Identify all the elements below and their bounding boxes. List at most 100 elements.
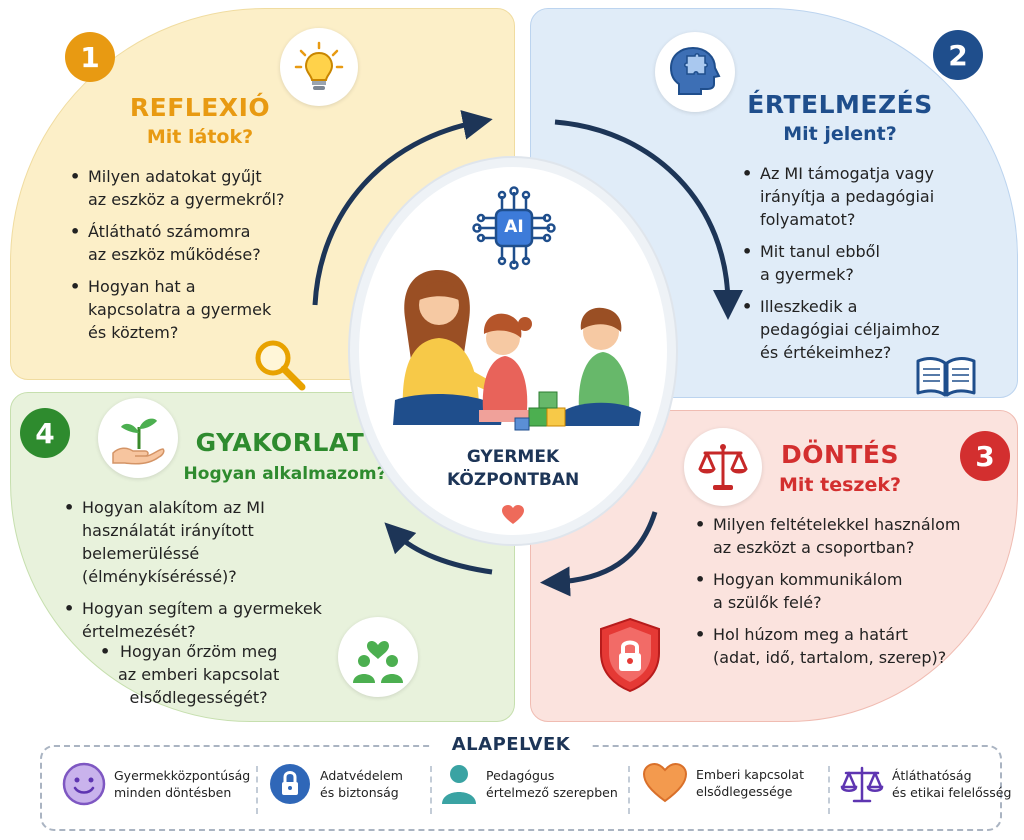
bullet: •: [70, 277, 81, 296]
scales-icon: [684, 428, 762, 506]
list-item-text: értelmezését?: [82, 622, 196, 641]
list-item: • Az MI támogatja vagy irányítja a pedagó…: [742, 162, 982, 231]
bullet: •: [64, 599, 75, 618]
list-item-text: az eszköz működése?: [88, 245, 261, 264]
dontes-title: DÖNTÉS: [780, 440, 900, 469]
list-item-text: az eszköz a gyermekről?: [88, 190, 285, 209]
reflexio-subtitle: Mit látok?: [146, 126, 254, 148]
lightbulb-icon: [280, 28, 358, 106]
principle-item: Adatvédelem és biztonság: [268, 762, 403, 806]
arrow-1-to-2: [312, 110, 493, 306]
gyakorlat-title: GYAKORLAT: [195, 428, 365, 457]
list-item-text: (élménykíséréssé)?: [82, 567, 237, 586]
list-item-text: irányítja a pedagógiai: [760, 187, 935, 206]
padlock-icon: [270, 764, 310, 804]
ai-label: AI: [504, 217, 524, 237]
dontes-subtitle: Mit teszek?: [779, 474, 901, 496]
list-item-text: Az MI támogatja vagy: [760, 164, 934, 183]
gyakorlat-questions: • Hogyan alakítom az MI használatát irány…: [64, 496, 344, 652]
bullet: •: [70, 167, 81, 186]
list-item-text: Mit tanul ebből: [760, 242, 880, 261]
ai-chip-icon: [472, 186, 556, 270]
step-3-badge: 3: [960, 431, 1010, 481]
people-heart-icon: [338, 617, 418, 697]
center-label: GYERMEK KÖZPONTBAN: [447, 446, 579, 492]
divider: [256, 766, 258, 814]
principle-text: Adatvédelem: [320, 768, 403, 783]
principle-item: Emberi kapcsolat elsődlegessége: [642, 762, 804, 804]
principle-text: minden döntésben: [114, 785, 232, 800]
principle-item: Gyermekközpontúság minden döntésben: [62, 762, 250, 806]
principle-text: és etikai felelősség: [892, 785, 1012, 800]
list-item: • Mit tanul ebből a gyermek?: [742, 240, 982, 286]
heart-outline-icon: [642, 762, 688, 803]
smiley-icon: [62, 762, 106, 806]
list-item-text: Milyen feltételekkel használom: [713, 515, 961, 534]
list-item-text: Átlátható számomra: [88, 222, 251, 241]
list-item-text: az eszközt a csoportban?: [713, 538, 915, 557]
bullet: •: [100, 642, 111, 661]
bullet: •: [695, 625, 706, 644]
principle-text: elsődlegessége: [696, 784, 793, 799]
list-item-text: Hogyan kommunikálom: [713, 570, 903, 589]
list-item-text: a szülők felé?: [713, 593, 822, 612]
list-item-text: elsődlegességét?: [129, 688, 268, 707]
principle-text: Gyermekközpontúság: [114, 768, 251, 783]
educator-children-illustration: [393, 270, 641, 431]
list-item-text: belemerüléssé: [82, 544, 200, 563]
center-label-line: GYERMEK: [466, 447, 560, 467]
list-item-text: kapcsolatra a gyermek: [88, 300, 272, 319]
magnifier-icon: [255, 340, 306, 391]
list-item: • Hogyan hat a kapcsolatra a gyermek és kö…: [70, 275, 320, 344]
bullet: •: [742, 297, 753, 316]
open-book-icon: [916, 357, 976, 397]
dontes-questions: • Milyen feltételekkel használom az eszkö…: [695, 513, 985, 678]
list-item-text: Hol húzom meg a határt: [713, 625, 908, 644]
ertelmezes-subtitle: Mit jelent?: [783, 123, 897, 145]
list-item-text: pedagógiai céljaimhoz: [760, 320, 940, 339]
list-item-text: folyamatot?: [760, 210, 856, 229]
arrow-3-to-4: [540, 511, 658, 597]
bullet: •: [64, 498, 75, 517]
center-label-line: KÖZPONTBAN: [447, 470, 580, 490]
divider: [628, 766, 630, 814]
list-item: • Milyen adatokat gyűjt az eszköz a gyerm…: [70, 165, 320, 211]
arrow-4-to-1: [384, 522, 493, 575]
list-item: • Illeszkedik a pedagógiai céljaimhoz és é…: [742, 295, 982, 364]
ertelmezes-questions: • Az MI támogatja vagy irányítja a pedagó…: [742, 162, 982, 373]
step-2-badge: 2: [933, 30, 983, 80]
head-puzzle-icon: [655, 32, 735, 112]
person-icon: [442, 765, 476, 804]
principle-text: Emberi kapcsolat: [696, 767, 804, 782]
list-item-text: és köztem?: [88, 323, 179, 342]
list-item-text: Milyen adatokat gyűjt: [88, 167, 262, 186]
bullet: •: [742, 164, 753, 183]
list-item-text: az emberi kapcsolat: [118, 665, 280, 684]
step-1-badge: 1: [65, 32, 115, 82]
list-item-text: és értékeimhez?: [760, 343, 892, 362]
list-item-text: Hogyan hat a: [88, 277, 196, 296]
principles-title: ALAPELVEK: [431, 734, 591, 755]
list-item-text: a gyermek?: [760, 265, 854, 284]
shield-lock-icon: [600, 617, 660, 693]
list-item-text: Illeszkedik a: [760, 297, 858, 316]
arrow-2-to-3: [554, 119, 743, 320]
divider: [430, 766, 432, 814]
principle-text: értelmező szerepben: [486, 785, 618, 800]
hand-plant-icon: [98, 398, 178, 478]
list-item: • Hogyan alakítom az MI használatát irány…: [64, 496, 344, 588]
list-item-text: Hogyan alakítom az MI: [82, 498, 265, 517]
step-4-badge: 4: [20, 408, 70, 458]
principle-text: és biztonság: [320, 785, 399, 800]
bullet: •: [70, 222, 81, 241]
list-item-text: használatát irányított: [82, 521, 254, 540]
bullet: •: [742, 242, 753, 261]
